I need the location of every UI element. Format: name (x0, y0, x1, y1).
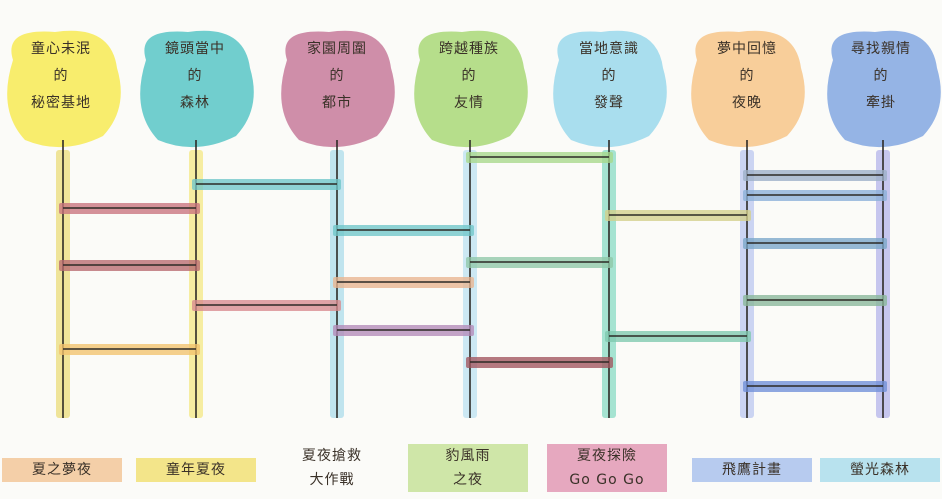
result-label-text: 童年夏夜 (136, 458, 256, 482)
column-title-line: 鏡頭當中 (165, 41, 225, 57)
column-title-line: 發聲 (594, 95, 624, 111)
title-blob (414, 30, 528, 148)
result-label-line: 飛鷹計畫 (692, 458, 812, 482)
result-label-text: 夏夜探險 (547, 444, 667, 468)
title-blob (140, 30, 254, 148)
result-label-text: 飛鷹計畫 (692, 458, 812, 482)
column-title-line: 夜晚 (732, 95, 762, 111)
column-title-0: 童心未泯 的 秘密基地 (6, 36, 116, 117)
result-label-line: 夏夜探險 (547, 444, 667, 468)
column-title-line: 牽掛 (866, 95, 896, 111)
column-title-line: 的 (873, 68, 889, 84)
result-label-text: 豹風雨 (408, 444, 528, 468)
result-label-text: Go Go Go (547, 468, 667, 492)
result-label-text: 之夜 (408, 468, 528, 492)
title-blob (7, 30, 121, 148)
column-title-line: 森林 (180, 95, 210, 111)
column-title-line: 的 (187, 68, 203, 84)
column-title-1: 鏡頭當中 的 森林 (140, 36, 250, 117)
column-title-line: 的 (329, 68, 345, 84)
result-label-line: 螢光森林 (820, 458, 940, 482)
result-label-text: 螢光森林 (820, 458, 940, 482)
title-blob (691, 30, 805, 148)
result-label-0: 夏之夢夜 (2, 458, 122, 482)
title-blob (553, 30, 667, 148)
result-label-text: 夏之夢夜 (2, 458, 122, 482)
result-label-line: 豹風雨 (408, 444, 528, 468)
result-label-line: 之夜 (408, 468, 528, 492)
column-title-line: 當地意識 (579, 41, 639, 57)
result-label-line: 大作戰 (309, 472, 355, 488)
column-title-6: 尋找親情 的 牽掛 (826, 36, 936, 117)
result-label-6: 螢光森林 (820, 458, 940, 482)
column-title-line: 都市 (322, 95, 352, 111)
column-title-line: 的 (739, 68, 755, 84)
column-title-line: 的 (53, 68, 69, 84)
column-title-line: 友情 (454, 95, 484, 111)
title-blob (281, 30, 395, 148)
column-title-line: 的 (601, 68, 617, 84)
column-title-line: 尋找親情 (851, 41, 911, 57)
result-label-2: 夏夜搶救 大作戰 (272, 444, 392, 492)
result-label-line: Go Go Go (547, 468, 667, 492)
result-label-3: 豹風雨 之夜 (408, 444, 528, 492)
column-title-line: 秘密基地 (31, 95, 91, 111)
result-label-line: 夏之夢夜 (2, 458, 122, 482)
column-title-2: 家園周圍 的 都市 (282, 36, 392, 117)
column-title-line: 夢中回憶 (717, 41, 777, 57)
result-label-line: 夏夜搶救 (302, 448, 362, 464)
column-title-line: 童心未泯 (31, 41, 91, 57)
result-label-4: 夏夜探險 Go Go Go (547, 444, 667, 492)
column-title-line: 的 (461, 68, 477, 84)
result-label-5: 飛鷹計畫 (692, 458, 812, 482)
column-title-4: 當地意識 的 發聲 (554, 36, 664, 117)
column-title-line: 跨越種族 (439, 41, 499, 57)
column-title-line: 家園周圍 (307, 41, 367, 57)
result-label-1: 童年夏夜 (136, 458, 256, 482)
result-label-line: 童年夏夜 (136, 458, 256, 482)
column-title-5: 夢中回憶 的 夜晚 (692, 36, 802, 117)
title-blob (827, 30, 941, 148)
column-title-3: 跨越種族 的 友情 (414, 36, 524, 117)
